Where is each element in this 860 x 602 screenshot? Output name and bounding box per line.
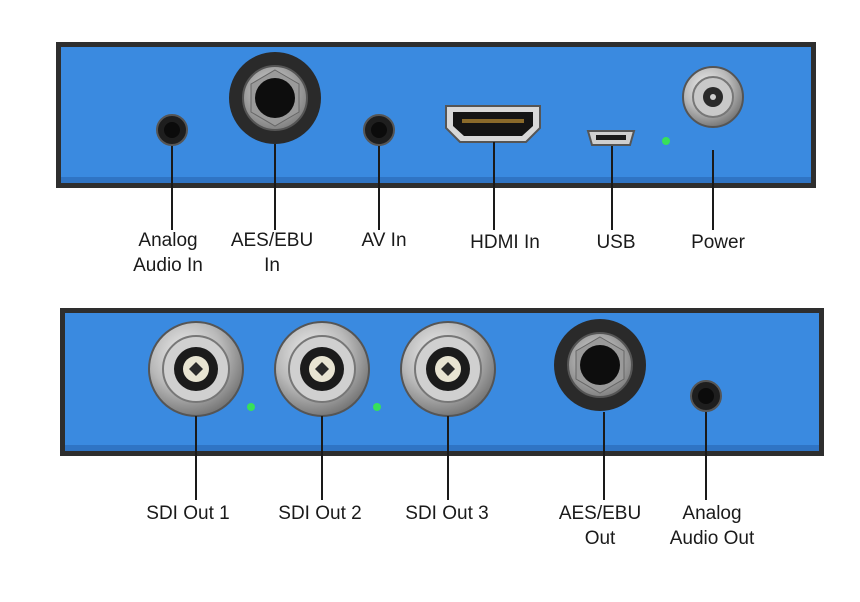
label-sdi-out-2: SDI Out 2 (278, 503, 362, 524)
analog-audio-in-jack (156, 114, 188, 146)
aes-ebu-out-jack (554, 319, 646, 411)
sdi-out-1-bnc (148, 321, 244, 417)
hdmi-in-port (445, 105, 541, 143)
sdi-out-3-bnc (400, 321, 496, 417)
status-led (373, 403, 381, 411)
label-aes-ebu-out: AES/EBU Out (558, 503, 642, 549)
status-led (247, 403, 255, 411)
analog-audio-out-jack (690, 380, 722, 412)
label-usb: USB (596, 232, 636, 253)
label-sdi-out-1: SDI Out 1 (146, 503, 230, 524)
label-analog-audio-out: Analog Audio Out (669, 503, 755, 549)
label-aes-ebu-in: AES/EBU In (230, 230, 314, 276)
label-sdi-out-3: SDI Out 3 (405, 503, 489, 524)
usb-port (586, 130, 636, 146)
top-leader-lines (171, 142, 714, 230)
sdi-out-2-bnc (274, 321, 370, 417)
av-in-jack (363, 114, 395, 146)
bottom-leader-lines (195, 412, 707, 500)
power-jack (682, 66, 744, 128)
aes-ebu-in-jack (229, 52, 321, 144)
label-power: Power (691, 232, 745, 253)
status-led (662, 137, 670, 145)
label-hdmi-in: HDMI In (470, 232, 540, 253)
label-av-in: AV In (361, 230, 407, 251)
label-analog-audio-in: Analog Audio In (133, 230, 203, 276)
